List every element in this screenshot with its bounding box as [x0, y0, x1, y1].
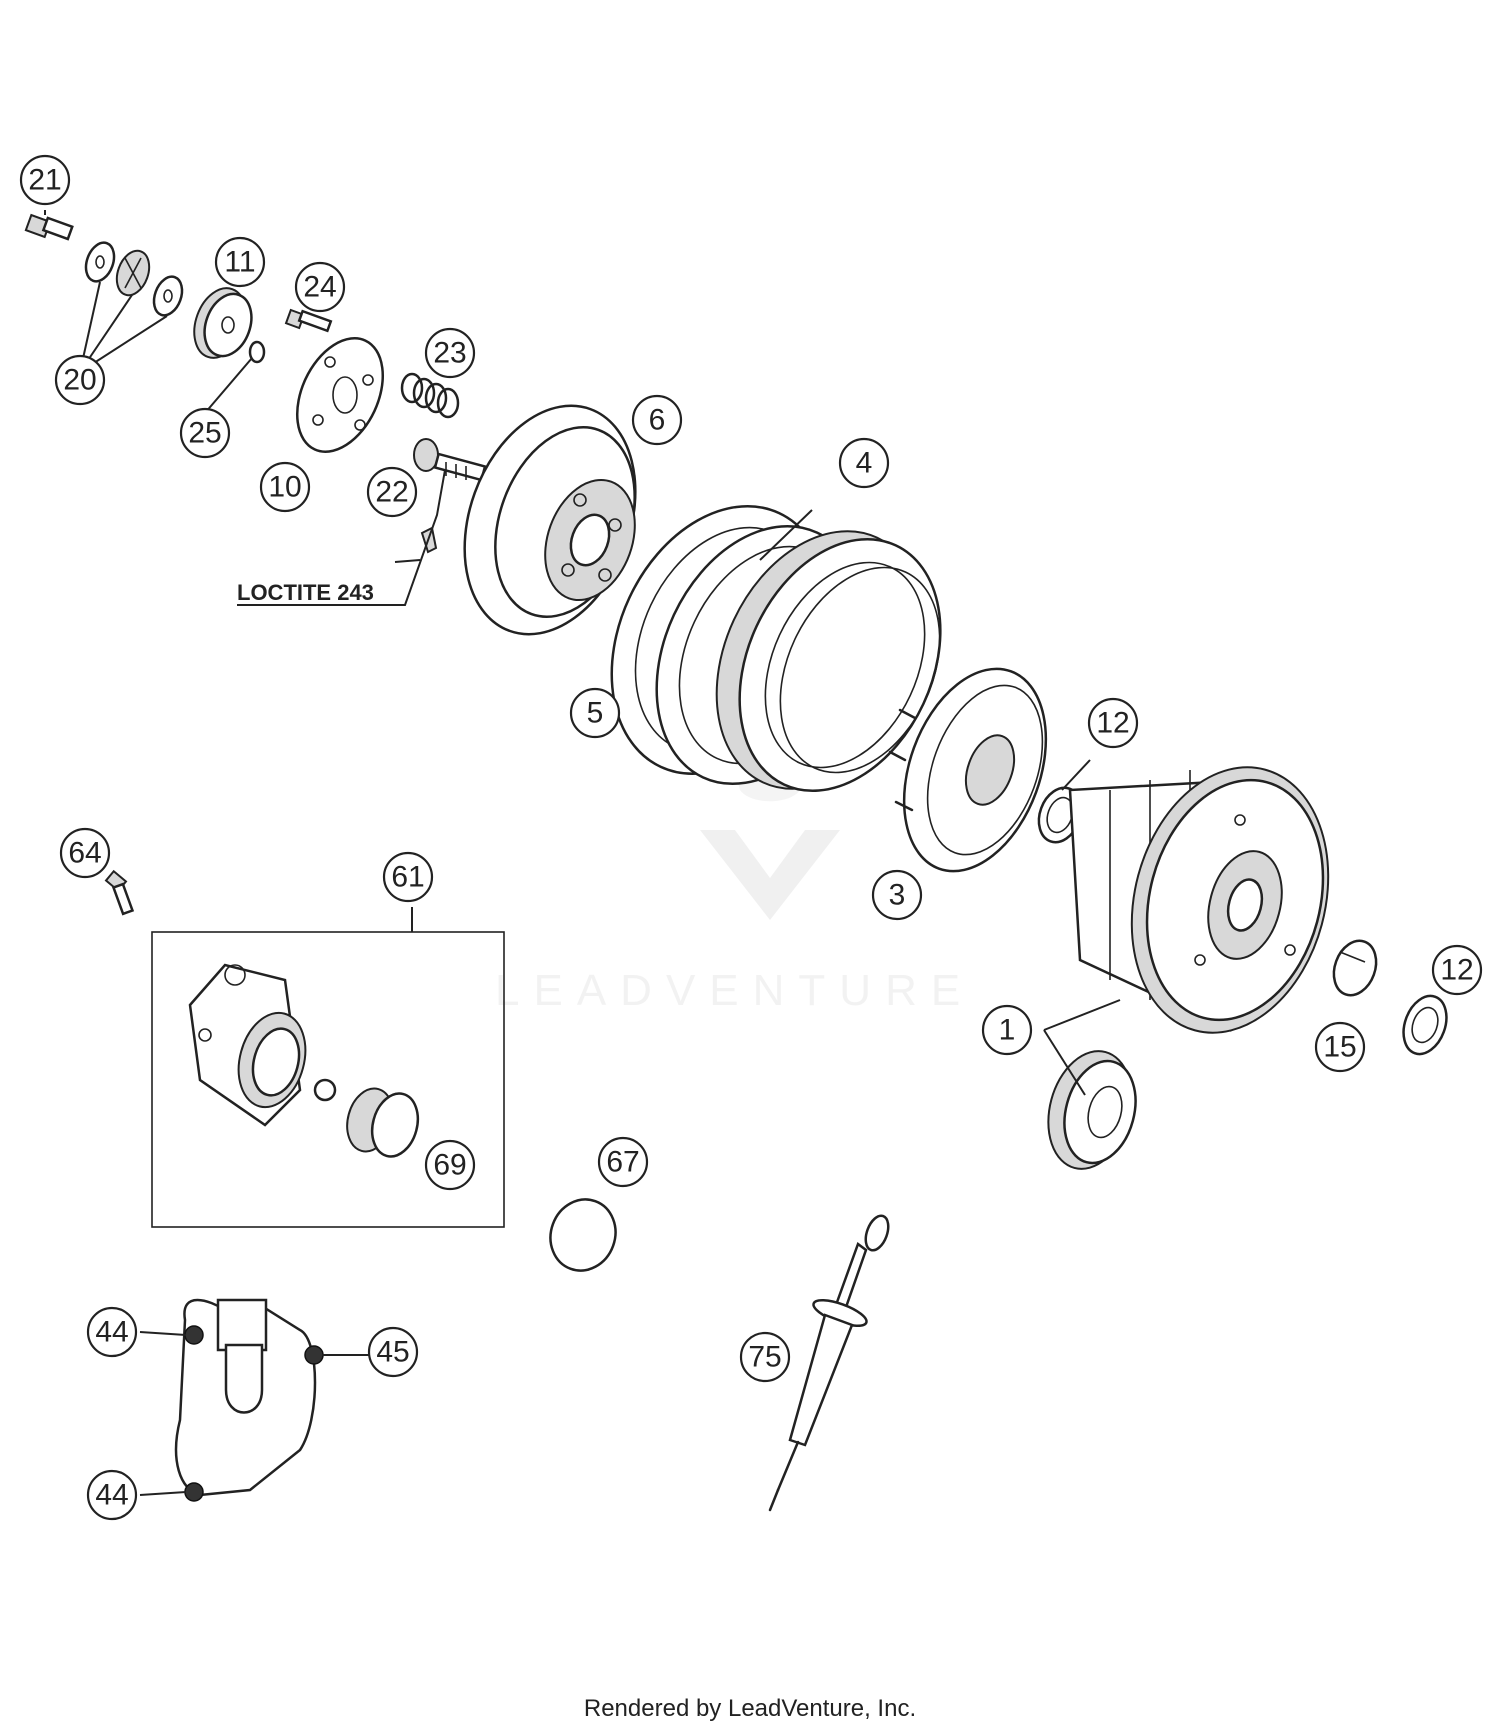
part-washers-20	[84, 241, 184, 317]
callout-75: 75	[739, 1331, 791, 1383]
callout-1: 1	[981, 1004, 1033, 1056]
svg-text:15: 15	[1323, 1031, 1356, 1064]
part-primary-gear	[1047, 1050, 1137, 1170]
part-screw-64	[104, 869, 135, 916]
part-screw-21	[24, 213, 74, 241]
callout-4: 4	[838, 437, 890, 489]
part-inner-hub-6	[463, 404, 637, 636]
part-slave-cylinder-61	[188, 963, 337, 1127]
svg-text:64: 64	[68, 837, 101, 870]
part-slave-cover	[174, 1298, 324, 1502]
callout-23: 23	[424, 327, 476, 379]
callout-64: 64	[59, 827, 111, 879]
svg-text:75: 75	[748, 1341, 781, 1374]
svg-text:12: 12	[1440, 954, 1473, 987]
svg-text:4: 4	[856, 447, 873, 480]
callout-12-upper: 12	[1087, 697, 1139, 749]
callout-44-lower: 44	[86, 1469, 138, 1521]
part-bushing-15	[1332, 939, 1378, 997]
svg-text:21: 21	[28, 164, 61, 197]
svg-text:12: 12	[1096, 707, 1129, 740]
svg-text:67: 67	[606, 1146, 639, 1179]
footer-credit: Rendered by LeadVenture, Inc.	[583, 1695, 917, 1722]
svg-text:45: 45	[376, 1336, 409, 1369]
callout-5: 5	[569, 687, 621, 739]
callout-3: 3	[871, 869, 923, 921]
svg-text:24: 24	[303, 271, 336, 304]
svg-text:44: 44	[95, 1316, 128, 1349]
svg-text:23: 23	[433, 337, 466, 370]
part-washer-12b	[1402, 994, 1448, 1056]
watermark: LEADVENTURE	[495, 755, 974, 1015]
callout-6: 6	[631, 394, 683, 446]
part-springs-23	[400, 372, 460, 419]
callout-24: 24	[294, 261, 346, 313]
callout-21: 21	[19, 154, 71, 206]
callout-22: 22	[366, 466, 418, 518]
svg-text:69: 69	[433, 1149, 466, 1182]
svg-text:5: 5	[587, 697, 604, 730]
callout-44-upper: 44	[86, 1306, 138, 1358]
part-pressure-plate-3	[888, 667, 1048, 873]
part-grease-syringe-75	[768, 1214, 890, 1512]
svg-text:22: 22	[375, 476, 408, 509]
part-piston-69	[346, 1087, 420, 1158]
callout-25: 25	[179, 407, 231, 459]
loctite-note: LOCTITE 243	[237, 580, 374, 605]
callout-10: 10	[259, 461, 311, 513]
part-clutch-basket-1	[1068, 766, 1330, 1034]
part-steel-discs-4	[715, 530, 942, 793]
svg-text:6: 6	[649, 404, 666, 437]
callout-45: 45	[367, 1326, 419, 1378]
svg-text:61: 61	[391, 861, 424, 894]
part-bolt-24	[284, 308, 333, 333]
part-o-ring-67	[549, 1198, 617, 1272]
svg-text:3: 3	[889, 879, 906, 912]
callout-12-lower: 12	[1431, 944, 1483, 996]
svg-text:1: 1	[999, 1014, 1016, 1047]
svg-text:11: 11	[224, 246, 255, 279]
part-pressure-plate-10	[295, 337, 385, 453]
callout-11: 11	[214, 236, 266, 288]
svg-text:20: 20	[63, 364, 96, 397]
callout-15: 15	[1314, 1021, 1366, 1073]
slave-cylinder-box-61	[151, 931, 505, 1228]
svg-text:44: 44	[95, 1479, 128, 1512]
callout-69: 69	[424, 1139, 476, 1191]
callout-61: 61	[382, 851, 434, 903]
svg-text:10: 10	[268, 471, 301, 504]
part-pressure-cap-11	[193, 287, 253, 359]
watermark-text: LEADVENTURE	[495, 966, 974, 1015]
svg-text:25: 25	[188, 417, 221, 450]
callout-67: 67	[597, 1136, 649, 1188]
part-circlip-25	[248, 340, 266, 364]
callout-20: 20	[54, 354, 106, 406]
